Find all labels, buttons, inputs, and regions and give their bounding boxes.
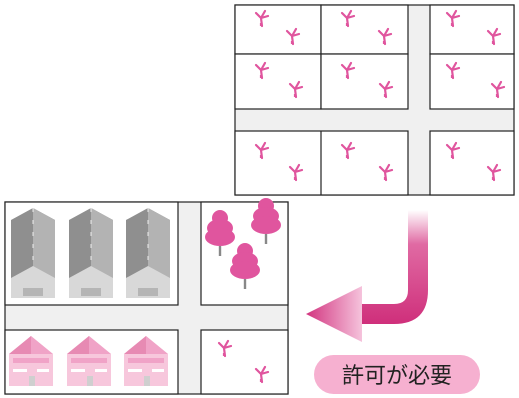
field-plot: [234, 4, 322, 55]
house-icon: [10, 207, 171, 299]
field-plot: [234, 53, 322, 110]
permit-required-badge: 許可が必要: [314, 355, 480, 394]
curved-arrow-icon: [306, 210, 428, 342]
field-plot: [429, 4, 515, 55]
field-plot: [320, 4, 409, 55]
permit-required-label: 許可が必要: [342, 364, 452, 389]
developed-map: [4, 198, 289, 395]
field-plot: [200, 329, 289, 395]
house-icon: [9, 336, 168, 386]
field-plot: [429, 53, 515, 110]
field-plot: [429, 130, 515, 196]
field-map: [234, 4, 515, 196]
field-plot: [320, 53, 409, 110]
